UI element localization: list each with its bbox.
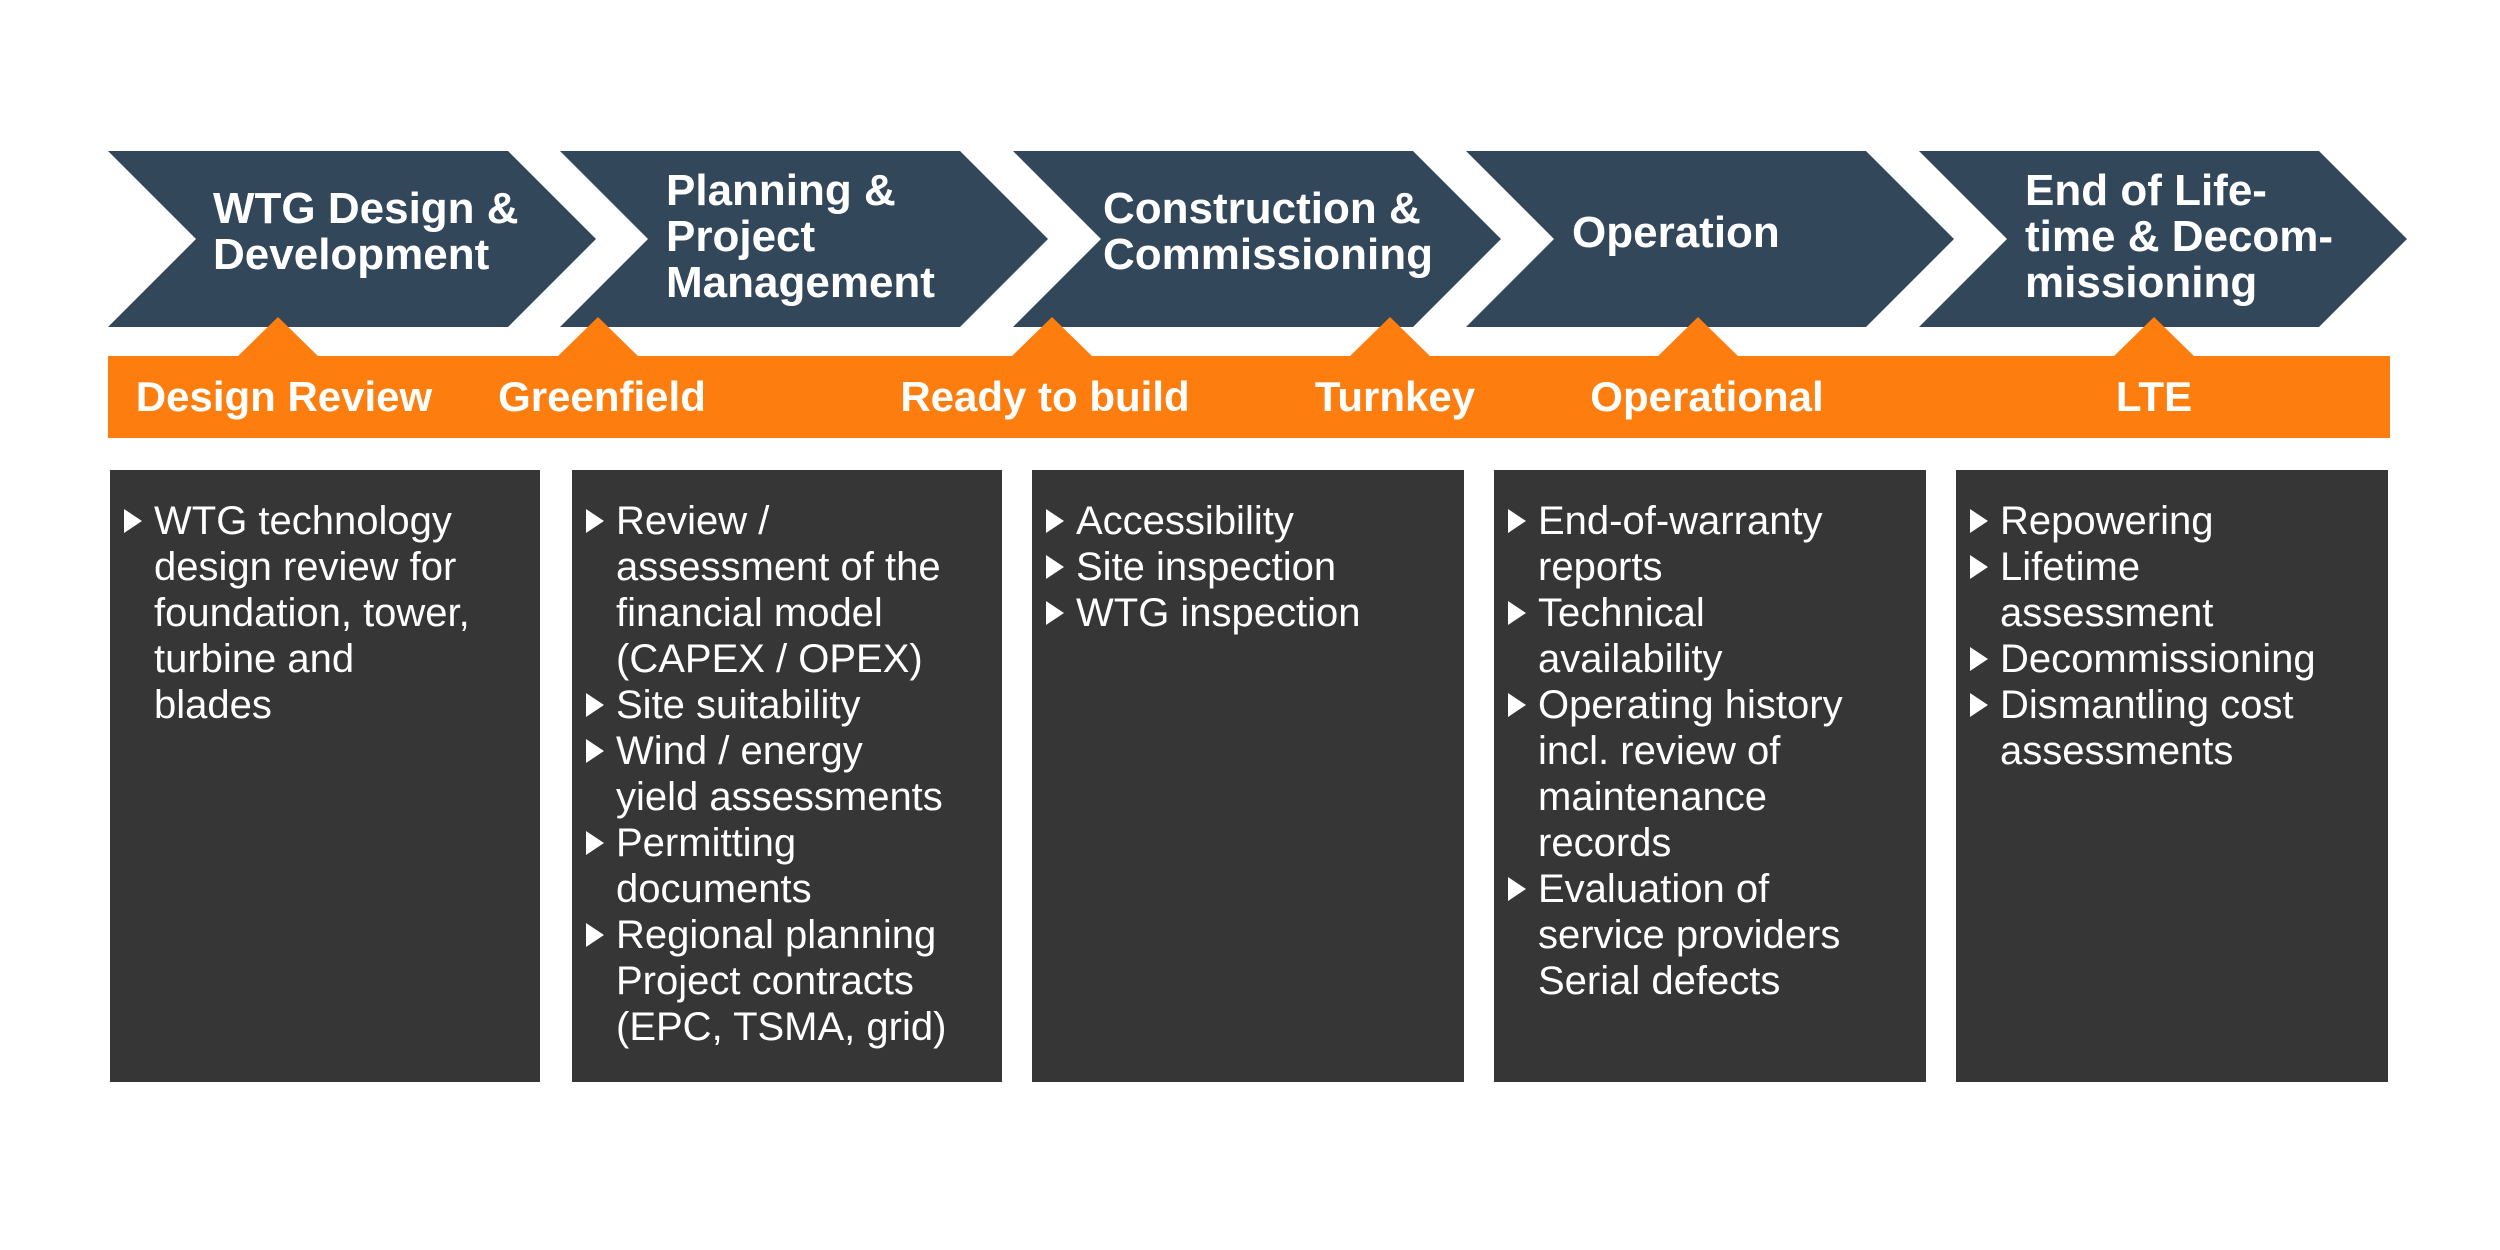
activity-text: Review / assessment of the financial mod… — [616, 499, 941, 681]
activity-text: Dismantling cost assessments — [2000, 683, 2294, 773]
activity-item: Permitting documents — [584, 820, 992, 912]
activity-item: Operating history incl. review of mainte… — [1506, 682, 1916, 866]
milestone-marker — [2112, 317, 2196, 358]
triangle-bullet-icon — [1046, 601, 1064, 625]
phase-title: Planning & Project Management — [666, 166, 935, 307]
milestone-band — [108, 356, 2390, 438]
phase-activity-box: Review / assessment of the financial mod… — [572, 470, 1002, 1082]
triangle-bullet-icon — [586, 509, 604, 533]
activity-item: WTG inspection — [1044, 590, 1454, 636]
milestone-label: Design Review — [135, 373, 433, 420]
milestone-marker — [1348, 317, 1432, 358]
triangle-bullet-icon — [1508, 877, 1526, 901]
activity-text: Project contracts (EPC, TSMA, grid) — [616, 959, 947, 1049]
activity-text: Regional planning — [616, 913, 937, 957]
triangle-bullet-icon — [1970, 509, 1988, 533]
phase-chevron — [1013, 151, 1501, 327]
activity-item: Dismantling cost assessments — [1968, 682, 2378, 774]
activity-text: Site suitability — [616, 683, 861, 727]
activity-text: Decommissioning — [2000, 637, 2316, 681]
activity-item: Accessibility — [1044, 498, 1454, 544]
activity-item: Project contracts (EPC, TSMA, grid) — [584, 958, 992, 1050]
activity-text: Evaluation of service providers — [1538, 867, 1841, 957]
phase-title: Construction & Commissioning — [1103, 184, 1434, 279]
milestone-marker — [236, 317, 320, 358]
activity-item: End-of-warranty reports — [1506, 498, 1916, 590]
activity-text: Serial defects — [1538, 959, 1781, 1003]
triangle-bullet-icon — [1046, 555, 1064, 579]
activity-text: End-of-warranty reports — [1538, 499, 1823, 589]
activity-item: Site inspection — [1044, 544, 1454, 590]
activity-text: Repowering — [2000, 499, 2214, 543]
phase-chevron — [560, 151, 1048, 327]
activity-item: Lifetime assessment — [1968, 544, 2378, 636]
milestone-marker — [1010, 317, 1094, 358]
activity-list: WTG technology design review for foundat… — [122, 498, 530, 728]
activity-item: Technical availability — [1506, 590, 1916, 682]
triangle-bullet-icon — [586, 739, 604, 763]
activity-item: Serial defects — [1506, 958, 1916, 1004]
triangle-bullet-icon — [1970, 555, 1988, 579]
activity-text: Lifetime assessment — [2000, 545, 2214, 635]
activity-item: Wind / energy yield assessments — [584, 728, 992, 820]
triangle-bullet-icon — [1508, 601, 1526, 625]
triangle-bullet-icon — [1508, 509, 1526, 533]
activity-item: WTG technology design review for foundat… — [122, 498, 530, 728]
triangle-bullet-icon — [1508, 693, 1526, 717]
phase-chevron — [1919, 151, 2407, 327]
phase-title: WTG Design & Development — [213, 184, 519, 279]
triangle-bullet-icon — [1970, 647, 1988, 671]
activity-item: Decommissioning — [1968, 636, 2378, 682]
activity-item: Regional planning — [584, 912, 992, 958]
phase-chevron — [108, 151, 596, 327]
activity-item: Evaluation of service providers — [1506, 866, 1916, 958]
activity-text: Wind / energy yield assessments — [616, 729, 943, 819]
milestone-marker — [556, 317, 640, 358]
phase-title: Operation — [1572, 208, 1780, 257]
milestone-label: Turnkey — [1314, 373, 1476, 420]
activity-item: Review / assessment of the financial mod… — [584, 498, 992, 682]
triangle-bullet-icon — [1046, 509, 1064, 533]
activity-item: Site suitability — [584, 682, 992, 728]
activity-text: Permitting documents — [616, 821, 812, 911]
triangle-bullet-icon — [1970, 693, 1988, 717]
phase-chevron — [1466, 151, 1954, 327]
triangle-bullet-icon — [586, 923, 604, 947]
activity-item: Repowering — [1968, 498, 2378, 544]
milestone-marker — [1656, 317, 1740, 358]
milestone-label: Greenfield — [498, 373, 706, 420]
activity-text: WTG inspection — [1076, 591, 1361, 635]
activity-text: WTG technology design review for foundat… — [154, 499, 470, 727]
milestone-label: Operational — [1590, 373, 1824, 420]
phase-activity-box: WTG technology design review for foundat… — [110, 470, 540, 1082]
milestone-label: LTE — [2115, 373, 2193, 420]
activity-text: Operating history incl. review of mainte… — [1538, 683, 1843, 865]
activity-text: Technical availability — [1538, 591, 1723, 681]
phase-title: End of Life- time & Decom- missioning — [2025, 166, 2334, 307]
triangle-bullet-icon — [586, 831, 604, 855]
triangle-bullet-icon — [586, 693, 604, 717]
activity-text: Site inspection — [1076, 545, 1337, 589]
activity-list: Review / assessment of the financial mod… — [584, 498, 992, 1050]
triangle-bullet-icon — [124, 509, 142, 533]
activity-text: Accessibility — [1076, 499, 1294, 543]
milestone-label: Ready to build — [900, 373, 1190, 420]
